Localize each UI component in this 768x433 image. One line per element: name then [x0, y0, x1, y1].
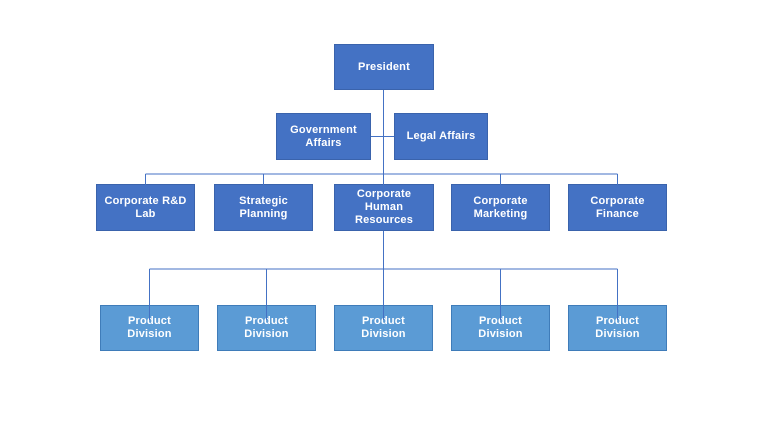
- node-label: Corporate R&D Lab: [104, 194, 187, 220]
- node-label: Product Division: [361, 315, 406, 340]
- node-label: Product Division: [127, 315, 172, 340]
- node-label: Product Division: [478, 315, 523, 340]
- org-node-product-division-3[interactable]: Product Division: [334, 305, 433, 351]
- org-node-corporate-human-resources[interactable]: Corporate Human Resources: [334, 184, 434, 231]
- node-label: Corporate Human Resources: [354, 188, 414, 226]
- org-node-product-division-5[interactable]: Product Division: [568, 305, 667, 351]
- org-node-product-division-2[interactable]: Product Division: [217, 305, 316, 351]
- node-label: Product Division: [244, 315, 289, 340]
- node-label: Product Division: [595, 315, 640, 340]
- org-node-strategic-planning[interactable]: Strategic Planning: [214, 184, 313, 231]
- org-node-corporate-marketing[interactable]: Corporate Marketing: [451, 184, 550, 231]
- org-node-legal-affairs[interactable]: Legal Affairs: [394, 113, 488, 160]
- org-node-corporate-rd-lab[interactable]: Corporate R&D Lab: [96, 184, 195, 231]
- node-label: Government Affairs: [290, 123, 357, 149]
- org-node-product-division-1[interactable]: Product Division: [100, 305, 199, 351]
- org-node-product-division-4[interactable]: Product Division: [451, 305, 550, 351]
- org-node-corporate-finance[interactable]: Corporate Finance: [568, 184, 667, 231]
- node-label: Legal Affairs: [406, 130, 476, 142]
- node-label: Corporate Marketing: [473, 194, 528, 220]
- node-label: Strategic Planning: [239, 194, 288, 220]
- node-label: Corporate Finance: [590, 194, 645, 220]
- org-node-president[interactable]: President: [334, 44, 434, 90]
- org-node-government-affairs[interactable]: Government Affairs: [276, 113, 371, 160]
- node-label: President: [358, 60, 410, 73]
